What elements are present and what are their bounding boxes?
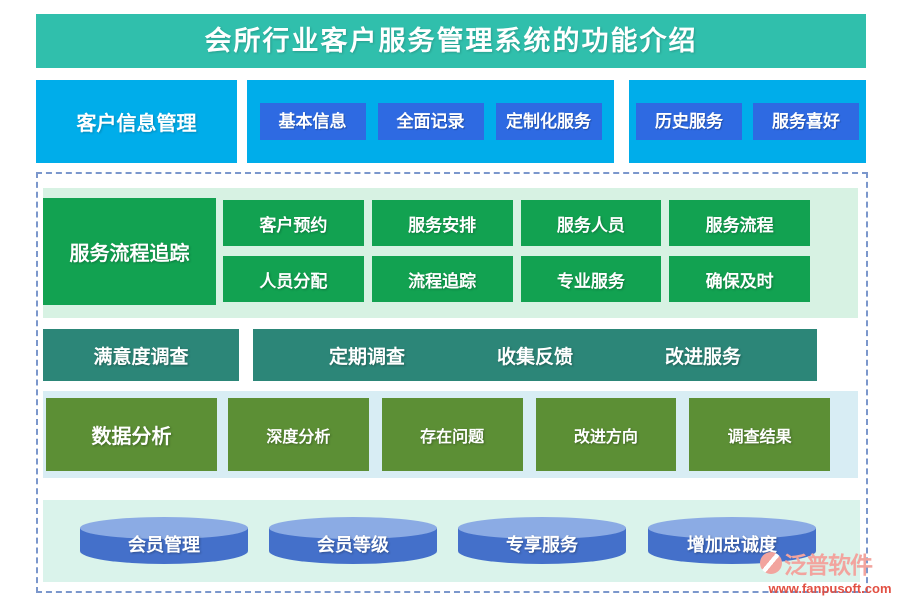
- node-satisfaction-survey: 满意度调查: [43, 329, 239, 381]
- exclusive-service-label: 专享服务: [506, 535, 578, 555]
- node-customized-service: 定制化服务: [495, 103, 602, 140]
- node-service-arrangement: 服务安排: [371, 200, 513, 246]
- node-deep-analysis: 深度分析: [228, 398, 369, 471]
- satisfaction-panel: 定期调查 收集反馈 改进服务: [253, 329, 817, 381]
- node-customer-appointment: 客户预约: [223, 200, 364, 246]
- customer-info-group-1: 基本信息 全面记录 定制化服务: [247, 80, 614, 163]
- node-data-analysis: 数据分析: [46, 398, 217, 471]
- service-flow-row-1: 客户预约 服务安排 服务人员 服务流程: [223, 200, 810, 246]
- node-existing-problems: 存在问题: [381, 398, 523, 471]
- node-service-process: 服务流程: [669, 200, 810, 246]
- increase-loyalty-label: 增加忠诚度: [687, 535, 777, 555]
- node-survey-results: 调查结果: [689, 398, 830, 471]
- node-increase-loyalty-cylinder: 增加忠诚度: [648, 517, 816, 564]
- data-analysis-grid: 深度分析 存在问题 改进方向 调查结果: [228, 398, 830, 471]
- node-member-management-cylinder: 会员管理: [80, 517, 248, 564]
- brand-name: 泛普软件: [784, 552, 873, 578]
- dashed-container: [36, 172, 868, 593]
- brand-url: www.fanpusoft.com: [768, 581, 892, 596]
- fanpu-logo-icon: [760, 552, 782, 574]
- node-member-level-cylinder: 会员等级: [269, 517, 437, 564]
- node-service-staff: 服务人员: [520, 200, 662, 246]
- watermark: 泛普软件 www.fanpusoft.com: [760, 546, 900, 596]
- node-service-preference: 服务喜好: [753, 103, 859, 140]
- node-collect-feedback: 收集反馈: [496, 346, 573, 368]
- node-regular-survey: 定期调查: [328, 346, 405, 368]
- node-staff-allocation: 人员分配: [223, 256, 364, 302]
- node-ensure-timely: 确保及时: [669, 256, 810, 302]
- node-process-tracking: 流程追踪: [371, 256, 513, 302]
- node-improvement-direction: 改进方向: [535, 398, 677, 471]
- node-improve-service: 改进服务: [664, 346, 741, 368]
- node-professional-service: 专业服务: [520, 256, 662, 302]
- node-history-service: 历史服务: [636, 103, 742, 140]
- node-exclusive-service-cylinder: 专享服务: [458, 517, 626, 564]
- node-basic-info: 基本信息: [259, 103, 366, 140]
- node-service-flow-tracking: 服务流程追踪: [43, 198, 216, 305]
- member-management-label: 会员管理: [128, 535, 200, 555]
- node-customer-info: 客户信息管理: [36, 80, 237, 163]
- customer-info-group-2: 历史服务 服务喜好: [629, 80, 866, 163]
- service-flow-grid: 客户预约 服务安排 服务人员 服务流程 人员分配 流程追踪 专业服务 确保及时: [223, 200, 810, 302]
- member-level-label: 会员等级: [317, 535, 389, 555]
- brand-row: 泛普软件: [760, 546, 900, 580]
- service-flow-row-2: 人员分配 流程追踪 专业服务 确保及时: [223, 256, 810, 302]
- node-full-record: 全面记录: [377, 103, 484, 140]
- page-title: 会所行业客户服务管理系统的功能介绍: [36, 14, 866, 68]
